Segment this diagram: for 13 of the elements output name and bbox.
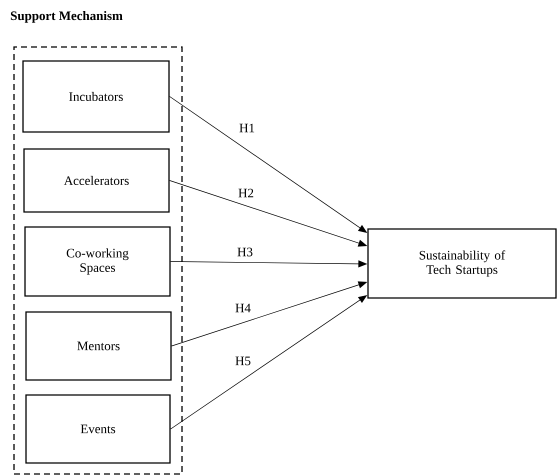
dashed-group-box — [13, 46, 183, 475]
edge-label: H1 — [239, 124, 254, 132]
outcome-box: Sustainability of Tech Startups — [367, 228, 557, 299]
support-box: Incubators — [22, 60, 170, 133]
support-box: Accelerators — [23, 148, 170, 213]
edge-label: H4 — [235, 304, 251, 312]
edge-label: H3 — [237, 248, 252, 256]
support-box: Co-working Spaces — [24, 226, 171, 297]
support-box: Events — [25, 394, 171, 464]
edge-label: H5 — [235, 356, 250, 366]
support-box: Mentors — [25, 311, 172, 381]
group-heading: Support Mechanism — [10, 11, 123, 23]
edge-label: H2 — [238, 188, 254, 198]
